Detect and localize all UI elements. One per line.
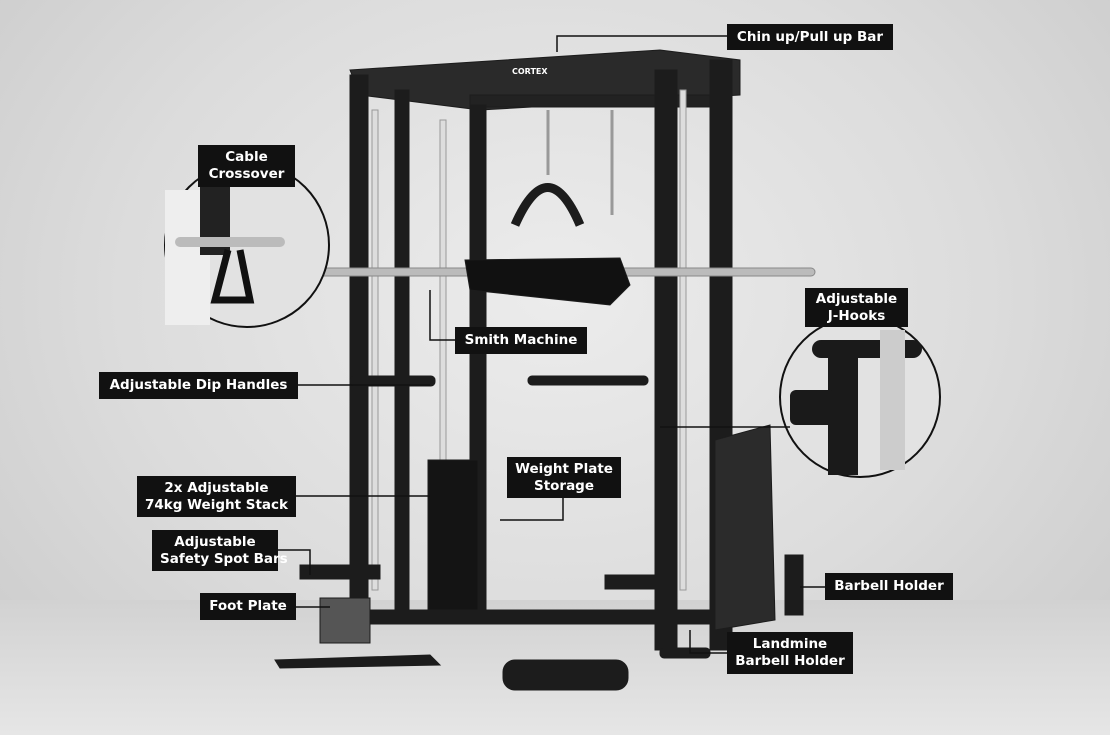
label-safety-spot-bars: Adjustable Safety Spot Bars	[152, 530, 288, 571]
label-line: Landmine	[752, 636, 828, 652]
label-line: Storage	[533, 477, 595, 494]
label-line: Cable	[225, 149, 268, 165]
label-foot-plate: Foot Plate	[200, 593, 296, 620]
label-cable-crossover: Cable Crossover	[198, 145, 295, 187]
label-weight-stack: 2x Adjustable 74kg Weight Stack	[137, 476, 296, 517]
label-weight-plate-storage: Weight Plate Storage	[507, 457, 621, 498]
leader-lines	[278, 35, 825, 654]
label-line: Adjustable	[174, 533, 256, 550]
label-line: Adjustable	[815, 290, 898, 307]
label-line: Safety Spot Bars	[160, 550, 288, 567]
label-line: 2x Adjustable	[164, 479, 269, 496]
brand-logo: CORTEX	[512, 67, 548, 76]
label-j-hooks: Adjustable J-Hooks	[805, 288, 908, 327]
label-smith-machine: Smith Machine	[455, 327, 587, 354]
label-line: 74kg Weight Stack	[145, 496, 289, 513]
label-line: Weight Plate	[515, 460, 613, 477]
label-line: J-Hooks	[827, 307, 886, 324]
j-hooks-detail	[779, 316, 941, 478]
label-dip-handles: Adjustable Dip Handles	[99, 372, 298, 399]
label-chin-up-bar: Chin up/Pull up Bar	[727, 24, 893, 50]
label-landmine: Landmine Barbell Holder	[727, 632, 853, 674]
label-line: Barbell Holder	[735, 653, 845, 669]
label-line: Crossover	[208, 166, 285, 182]
cable-crossover-detail	[164, 162, 330, 328]
label-barbell-holder: Barbell Holder	[825, 573, 953, 600]
